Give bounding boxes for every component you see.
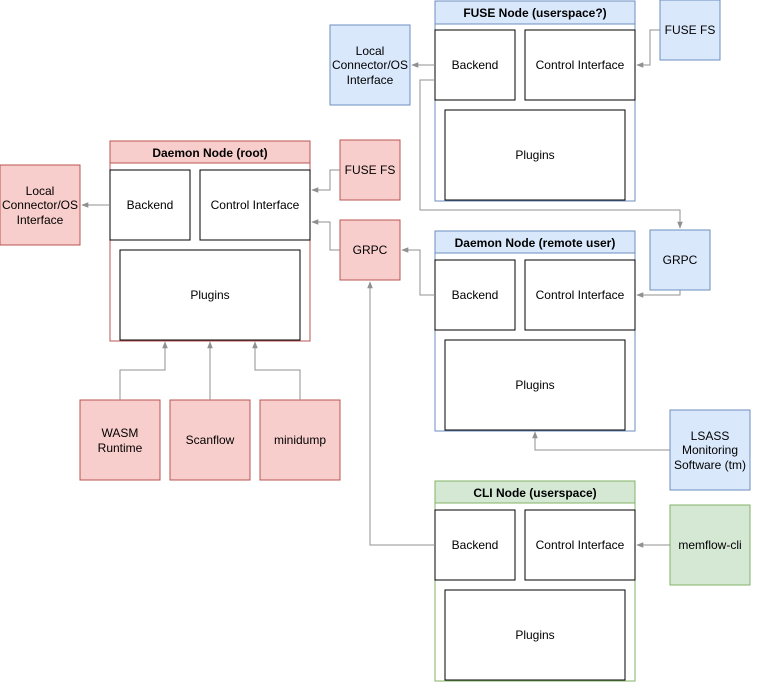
fuse-node: FUSE Node (userspace?) Backend Control I…: [434, 0, 636, 202]
edge-fusefs-to-fuse-control: [636, 29, 660, 68]
edge-lsass-to-remote-plugins: [532, 431, 670, 451]
grpc-root-box: [339, 219, 401, 281]
fuse-node-title: FUSE Node (userspace?): [463, 6, 606, 20]
edge-fusefs-to-root-control: [311, 169, 340, 193]
daemon-remote-control: [524, 259, 636, 331]
grpc-root: GRPC: [339, 219, 401, 281]
cli-node-title: CLI Node (userspace): [473, 486, 596, 500]
local-connector-fuse-line-3: Interface: [347, 73, 394, 87]
local-connector-fuse-line-1: Local: [356, 44, 385, 58]
minidump-label: minidump: [274, 433, 326, 447]
daemon-remote-plugins-label: Plugins: [515, 378, 554, 392]
cli-node-plugins: [444, 589, 626, 681]
wasm-runtime: WASM Runtime: [79, 399, 161, 481]
memflow-cli: memflow-cli: [669, 504, 751, 586]
local-connector-fuse-box: [329, 24, 411, 106]
cli-node-plugins-label: Plugins: [515, 628, 554, 642]
wasm-runtime-line-2: Runtime: [98, 441, 143, 455]
daemon-root-backend: [109, 169, 191, 241]
local-connector-root-box: [0, 164, 81, 246]
fuse-node-plugins: [444, 109, 626, 201]
wasm-runtime-line-1: WASM: [102, 426, 139, 440]
fuse-node-control-label: Control Interface: [536, 58, 625, 72]
edge-grpc-remote-to-remote-control: [636, 290, 681, 298]
edge-fuse-backend-to-grpc-remote: [419, 79, 683, 229]
edges: [81, 29, 683, 548]
daemon-remote-backend: [434, 259, 516, 331]
fuse-fs-top-label: FUSE FS: [665, 23, 716, 37]
daemon-root-control-label: Control Interface: [211, 198, 300, 212]
cli-node: CLI Node (userspace) Backend Control Int…: [434, 480, 636, 682]
lsass-line-2: Monitoring: [682, 443, 738, 457]
fuse-fs-top: FUSE FS: [659, 0, 721, 61]
minidump: minidump: [259, 399, 341, 481]
lsass-line-1: LSASS: [691, 429, 730, 443]
fuse-fs-root: FUSE FS: [339, 139, 401, 201]
scanflow: Scanflow: [169, 399, 251, 481]
local-connector-root-line-1: Local: [26, 184, 55, 198]
memflow-cli-box: [669, 504, 751, 586]
edge-remote-backend-to-grpc: [401, 247, 435, 296]
grpc-root-label: GRPC: [353, 243, 388, 257]
fuse-fs-root-label: FUSE FS: [345, 163, 396, 177]
daemon-node-remote: Daemon Node (remote user) Backend Contro…: [434, 230, 636, 432]
edge-grpc-to-root-control: [311, 219, 340, 251]
scanflow-label: Scanflow: [186, 433, 235, 447]
cli-node-control-label: Control Interface: [536, 538, 625, 552]
lsass-line-3: Software (tm): [674, 458, 746, 472]
cli-node-backend-label: Backend: [452, 538, 499, 552]
daemon-remote-control-label: Control Interface: [536, 288, 625, 302]
fuse-node-control: [524, 29, 636, 101]
fuse-node-backend-label: Backend: [452, 58, 499, 72]
daemon-root-title: Daemon Node (root): [152, 146, 267, 160]
edge-cli-backend-to-grpc: [367, 281, 435, 546]
edge-minidump-to-plugins: [252, 341, 301, 400]
daemon-root-plugins-label: Plugins: [190, 288, 229, 302]
daemon-root-header: [109, 140, 311, 164]
fuse-fs-root-box: [339, 139, 401, 201]
fuse-node-plugins-label: Plugins: [515, 148, 554, 162]
daemon-root-backend-label: Backend: [127, 198, 174, 212]
cli-node-header: [434, 480, 636, 504]
local-connector-fuse-line-2: Connector/OS: [332, 58, 408, 72]
daemon-remote-plugins: [444, 339, 626, 431]
lsass-monitoring: LSASS Monitoring Software (tm): [669, 409, 751, 491]
daemon-remote-header: [434, 230, 636, 254]
cli-node-backend: [434, 509, 516, 581]
daemon-remote-backend-label: Backend: [452, 288, 499, 302]
daemon-remote-title: Daemon Node (remote user): [455, 236, 616, 250]
fuse-fs-top-box: [659, 0, 721, 61]
daemon-node-root: Daemon Node (root) Backend Control Inter…: [109, 140, 311, 342]
cli-node-control: [524, 509, 636, 581]
grpc-remote-label: GRPC: [663, 253, 698, 267]
local-connector-root-line-3: Interface: [17, 213, 64, 227]
lsass-monitoring-box: [669, 409, 751, 491]
scanflow-box: [169, 399, 251, 481]
daemon-root-plugins: [119, 249, 301, 341]
wasm-runtime-box: [79, 399, 161, 481]
fuse-node-header: [434, 0, 636, 25]
local-connector-root: Local Connector/OS Interface: [0, 164, 81, 246]
daemon-root-control: [199, 169, 311, 241]
local-connector-fuse: Local Connector/OS Interface: [329, 24, 411, 106]
edge-wasm-to-plugins: [119, 341, 168, 400]
fuse-node-backend: [434, 29, 516, 101]
grpc-remote-box: [649, 229, 711, 291]
local-connector-root-line-2: Connector/OS: [2, 198, 78, 212]
grpc-remote: GRPC: [649, 229, 711, 291]
minidump-box: [259, 399, 341, 481]
memflow-cli-label: memflow-cli: [678, 538, 741, 552]
